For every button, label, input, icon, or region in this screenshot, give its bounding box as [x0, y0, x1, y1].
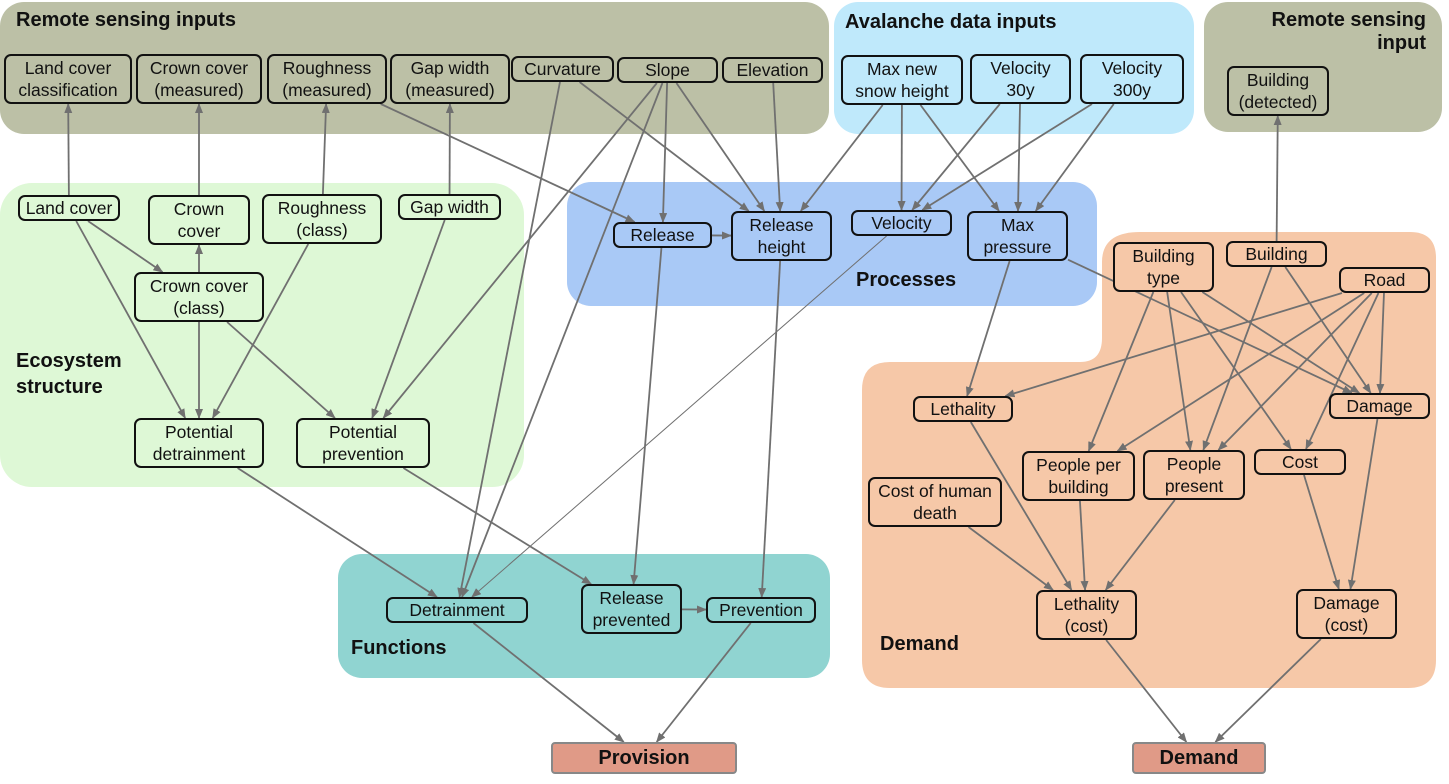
edge-velocity-to-detrainment — [471, 235, 887, 598]
node-detrainment: Detrainment — [386, 597, 528, 623]
edge-max_new_snow_height-to-max_pressure — [919, 104, 1000, 212]
edge-max_pressure-to-lethality — [965, 260, 1011, 397]
edge-velocity_300y-to-velocity — [921, 103, 1093, 211]
node-prevention: Prevention — [706, 597, 816, 623]
edge-cost_of_human_death-to-lethality_cost — [967, 526, 1054, 591]
edge-elevation-to-release_height — [772, 82, 784, 212]
edge-building-to-damage — [1284, 266, 1372, 394]
node-slope: Slope — [617, 57, 718, 83]
node-damage-cost: Damage (cost) — [1296, 589, 1397, 639]
edge-gap_width-to-potential_prevention — [371, 219, 446, 419]
node-road: Road — [1339, 267, 1430, 293]
node-release-height: Release height — [731, 211, 832, 261]
title-processes: Processes — [856, 269, 957, 291]
edge-building_type-to-damage — [1201, 291, 1361, 394]
edge-curvature-to-release_height — [579, 81, 750, 212]
edge-roughness_class-to-roughness_measured — [321, 103, 330, 195]
node-potential-detrainment: Potential detrainment — [134, 418, 264, 468]
edge-land_cover-to-land_cover_classification — [64, 103, 73, 196]
node-elevation: Elevation — [722, 57, 823, 83]
node-release-prevented: Release prevented — [581, 584, 682, 634]
node-velocity: Velocity — [851, 210, 952, 236]
edge-detrainment-to-provision — [472, 622, 625, 743]
title-remote-sensing-inputs: Remote sensing inputs — [16, 9, 237, 31]
node-roughness-measured: Roughness (measured) — [267, 54, 387, 104]
edge-people_per_building-to-lethality_cost — [1079, 500, 1089, 591]
node-roughness-class: Roughness (class) — [262, 194, 382, 244]
node-max-new-snow-height: Max new snow height — [841, 55, 963, 105]
node-gap-width: Gap width — [398, 194, 501, 220]
edge-release_height-to-prevention — [758, 260, 782, 598]
node-damage: Damage — [1329, 393, 1430, 419]
edge-damage_cost-to-demand — [1214, 638, 1322, 743]
edge-release-to-release_prevented — [630, 247, 663, 585]
edge-building-to-people_present — [1202, 266, 1273, 451]
output-provision: Provision — [551, 742, 737, 774]
edge-potential_prevention-to-release_prevented — [402, 467, 592, 585]
edge-building-to-building_detected — [1273, 115, 1282, 242]
output-demand: Demand — [1132, 742, 1266, 774]
title-avalanche-data-inputs: Avalanche data inputs — [845, 11, 1057, 33]
title-ecosystem-structure: Ecosystem structure — [16, 350, 122, 398]
edge-velocity_300y-to-max_pressure — [1035, 103, 1115, 212]
node-building: Building — [1226, 241, 1327, 267]
edge-prevention-to-provision — [655, 622, 752, 743]
node-land-cover-classification: Land cover classification — [4, 54, 132, 104]
edge-road-to-lethality — [1004, 292, 1343, 398]
edge-roughness_class-to-potential_detrainment — [211, 243, 310, 419]
edge-building_type-to-people_per_building — [1087, 291, 1155, 452]
title-remote-sensing-input: Remote sensing input — [1271, 9, 1426, 54]
node-people-present: People present — [1143, 450, 1245, 500]
node-potential-prevention: Potential prevention — [296, 418, 430, 468]
node-cost: Cost — [1254, 449, 1346, 475]
edge-curvature-to-detrainment — [457, 81, 561, 598]
edge-max_new_snow_height-to-release_height — [800, 104, 884, 212]
node-crown-cover: Crown cover — [148, 195, 250, 245]
node-release: Release — [613, 222, 712, 248]
edge-slope-to-release_height — [675, 82, 766, 212]
node-crown-cover-measured: Crown cover (measured) — [136, 54, 262, 104]
edge-road-to-damage — [1376, 292, 1385, 394]
node-crown-cover-class: Crown cover (class) — [134, 272, 264, 322]
node-velocity-300y: Velocity 300y — [1080, 54, 1184, 104]
node-gap-width-measured: Gap width (measured) — [390, 54, 510, 104]
node-curvature: Curvature — [511, 56, 614, 82]
edge-building_type-to-cost — [1180, 291, 1292, 450]
edge-damage-to-damage_cost — [1347, 418, 1379, 590]
edge-roughness_measured-to-release — [380, 103, 636, 223]
node-land-cover: Land cover — [18, 195, 120, 221]
edge-slope-to-release — [659, 82, 669, 223]
node-cost-of-human-death: Cost of human death — [868, 477, 1002, 527]
edge-land_cover-to-crown_cover_class — [87, 220, 164, 273]
edge-road-to-people_per_building — [1116, 292, 1365, 452]
edge-crown_cover_class-to-potential_prevention — [226, 321, 336, 419]
edge-cost-to-damage_cost — [1303, 474, 1341, 590]
edge-land_cover-to-potential_detrainment — [75, 220, 186, 419]
edge-slope-to-potential_prevention — [382, 82, 658, 419]
edge-velocity_30y-to-max_pressure — [1014, 103, 1023, 212]
edge-road-to-cost — [1305, 292, 1380, 450]
node-building-type: Building type — [1113, 242, 1214, 292]
node-lethality: Lethality — [913, 396, 1013, 422]
edge-lethality-to-lethality_cost — [970, 421, 1073, 591]
edge-slope-to-detrainment — [461, 82, 664, 598]
edge-people_present-to-lethality_cost — [1104, 499, 1176, 591]
edge-lethality_cost-to-demand — [1105, 639, 1188, 743]
node-building-detected: Building (detected) — [1227, 66, 1329, 116]
title-functions: Functions — [351, 637, 447, 659]
edge-road-to-people_present — [1217, 292, 1373, 451]
edge-potential_detrainment-to-detrainment — [237, 467, 438, 598]
edge-velocity_30y-to-velocity — [911, 103, 1001, 211]
title-demand: Demand — [880, 633, 959, 655]
node-velocity-30y: Velocity 30y — [970, 54, 1071, 104]
node-people-per-building: People per building — [1022, 451, 1135, 501]
node-max-pressure: Max pressure — [967, 211, 1068, 261]
node-lethality-cost: Lethality (cost) — [1036, 590, 1137, 640]
edge-building_type-to-people_present — [1166, 291, 1193, 451]
